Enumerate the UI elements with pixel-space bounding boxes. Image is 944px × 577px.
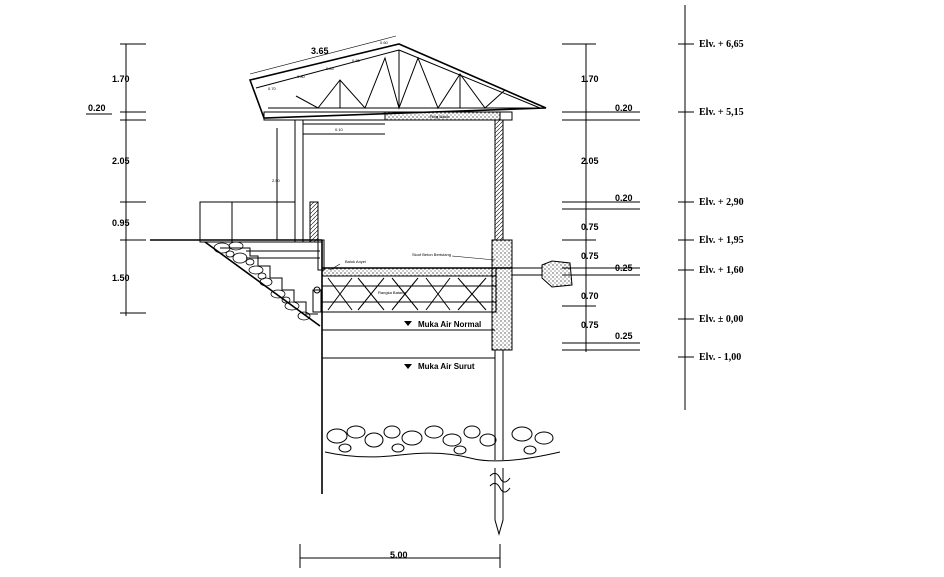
svg-text:Rangka Batang: Rangka Batang bbox=[378, 290, 406, 295]
right-dim-8: 0.70 bbox=[581, 291, 599, 301]
svg-text:0.10: 0.10 bbox=[335, 127, 344, 132]
right-dim-10: 0.25 bbox=[615, 331, 633, 341]
water-levels: Muka Air Normal Muka Air Surut bbox=[322, 320, 495, 371]
water-level-normal-label: Muka Air Normal bbox=[418, 320, 481, 329]
right-dim-2: 0.20 bbox=[615, 103, 633, 113]
left-dim-4: 0.95 bbox=[112, 218, 130, 228]
left-dimension-chain: 1.70 0.20 2.05 0.95 1.50 bbox=[86, 43, 146, 316]
svg-text:2.50: 2.50 bbox=[272, 178, 281, 183]
svg-text:Sloof Beton Bertulang: Sloof Beton Bertulang bbox=[412, 252, 451, 257]
stone-slope bbox=[204, 241, 322, 327]
bottom-width: 5.00 bbox=[390, 550, 408, 560]
right-dim-9: 0.75 bbox=[581, 320, 599, 330]
svg-text:Balok Anyel: Balok Anyel bbox=[345, 259, 366, 264]
elevation-5: Elv. + 1,60 bbox=[699, 265, 744, 276]
right-dim-3: 2.05 bbox=[581, 156, 599, 166]
elevation-1: Elv. + 6,65 bbox=[699, 39, 744, 50]
elevation-scale: Elv. + 6,65 Elv. + 5,15 Elv. + 2,90 Elv.… bbox=[678, 5, 744, 410]
roof-truss: 3.65 0.70 0.80 0.85 0.85 0.60 bbox=[248, 35, 547, 119]
water-level-low-label: Muka Air Surut bbox=[418, 362, 475, 371]
substructure: Balok Anyel Sloof Beton Bertulang Rangka… bbox=[150, 239, 573, 351]
right-dimension-chain: 1.70 0.20 2.05 0.20 0.75 0.75 0.25 0.70 … bbox=[562, 43, 640, 352]
riverbed bbox=[321, 240, 561, 536]
water-level-normal-marker bbox=[404, 321, 412, 326]
left-dim-1: 1.70 bbox=[112, 74, 130, 84]
elevation-6: Elv. ± 0,00 bbox=[699, 314, 743, 325]
bottom-dimension: 5.00 bbox=[299, 544, 501, 568]
right-dim-7: 0.25 bbox=[615, 263, 633, 273]
elevation-2: Elv. + 5,15 bbox=[699, 107, 744, 118]
right-dim-4: 0.20 bbox=[615, 193, 633, 203]
svg-text:0.85: 0.85 bbox=[326, 66, 335, 71]
roof-width: 3.65 bbox=[311, 46, 329, 56]
right-dim-6: 0.75 bbox=[581, 251, 599, 261]
svg-text:0.60: 0.60 bbox=[380, 40, 389, 45]
left-dim-5: 1.50 bbox=[112, 273, 130, 283]
left-dim-3: 2.05 bbox=[112, 156, 130, 166]
svg-text:0.80: 0.80 bbox=[297, 74, 306, 79]
left-dim-2: 0.20 bbox=[88, 103, 106, 113]
elevation-7: Elv. - 1,00 bbox=[699, 352, 741, 363]
svg-text:Ring Balok: Ring Balok bbox=[430, 114, 449, 119]
water-level-low-marker bbox=[404, 364, 412, 369]
elevation-3: Elv. + 2,90 bbox=[699, 197, 744, 208]
elevation-4: Elv. + 1,95 bbox=[699, 235, 744, 246]
right-dim-5: 0.75 bbox=[581, 222, 599, 232]
svg-text:0.70: 0.70 bbox=[268, 86, 277, 91]
right-dim-1: 1.70 bbox=[581, 74, 599, 84]
svg-text:0.85: 0.85 bbox=[352, 58, 361, 63]
frame: Ring Balok 0.10 2.50 bbox=[199, 111, 513, 243]
